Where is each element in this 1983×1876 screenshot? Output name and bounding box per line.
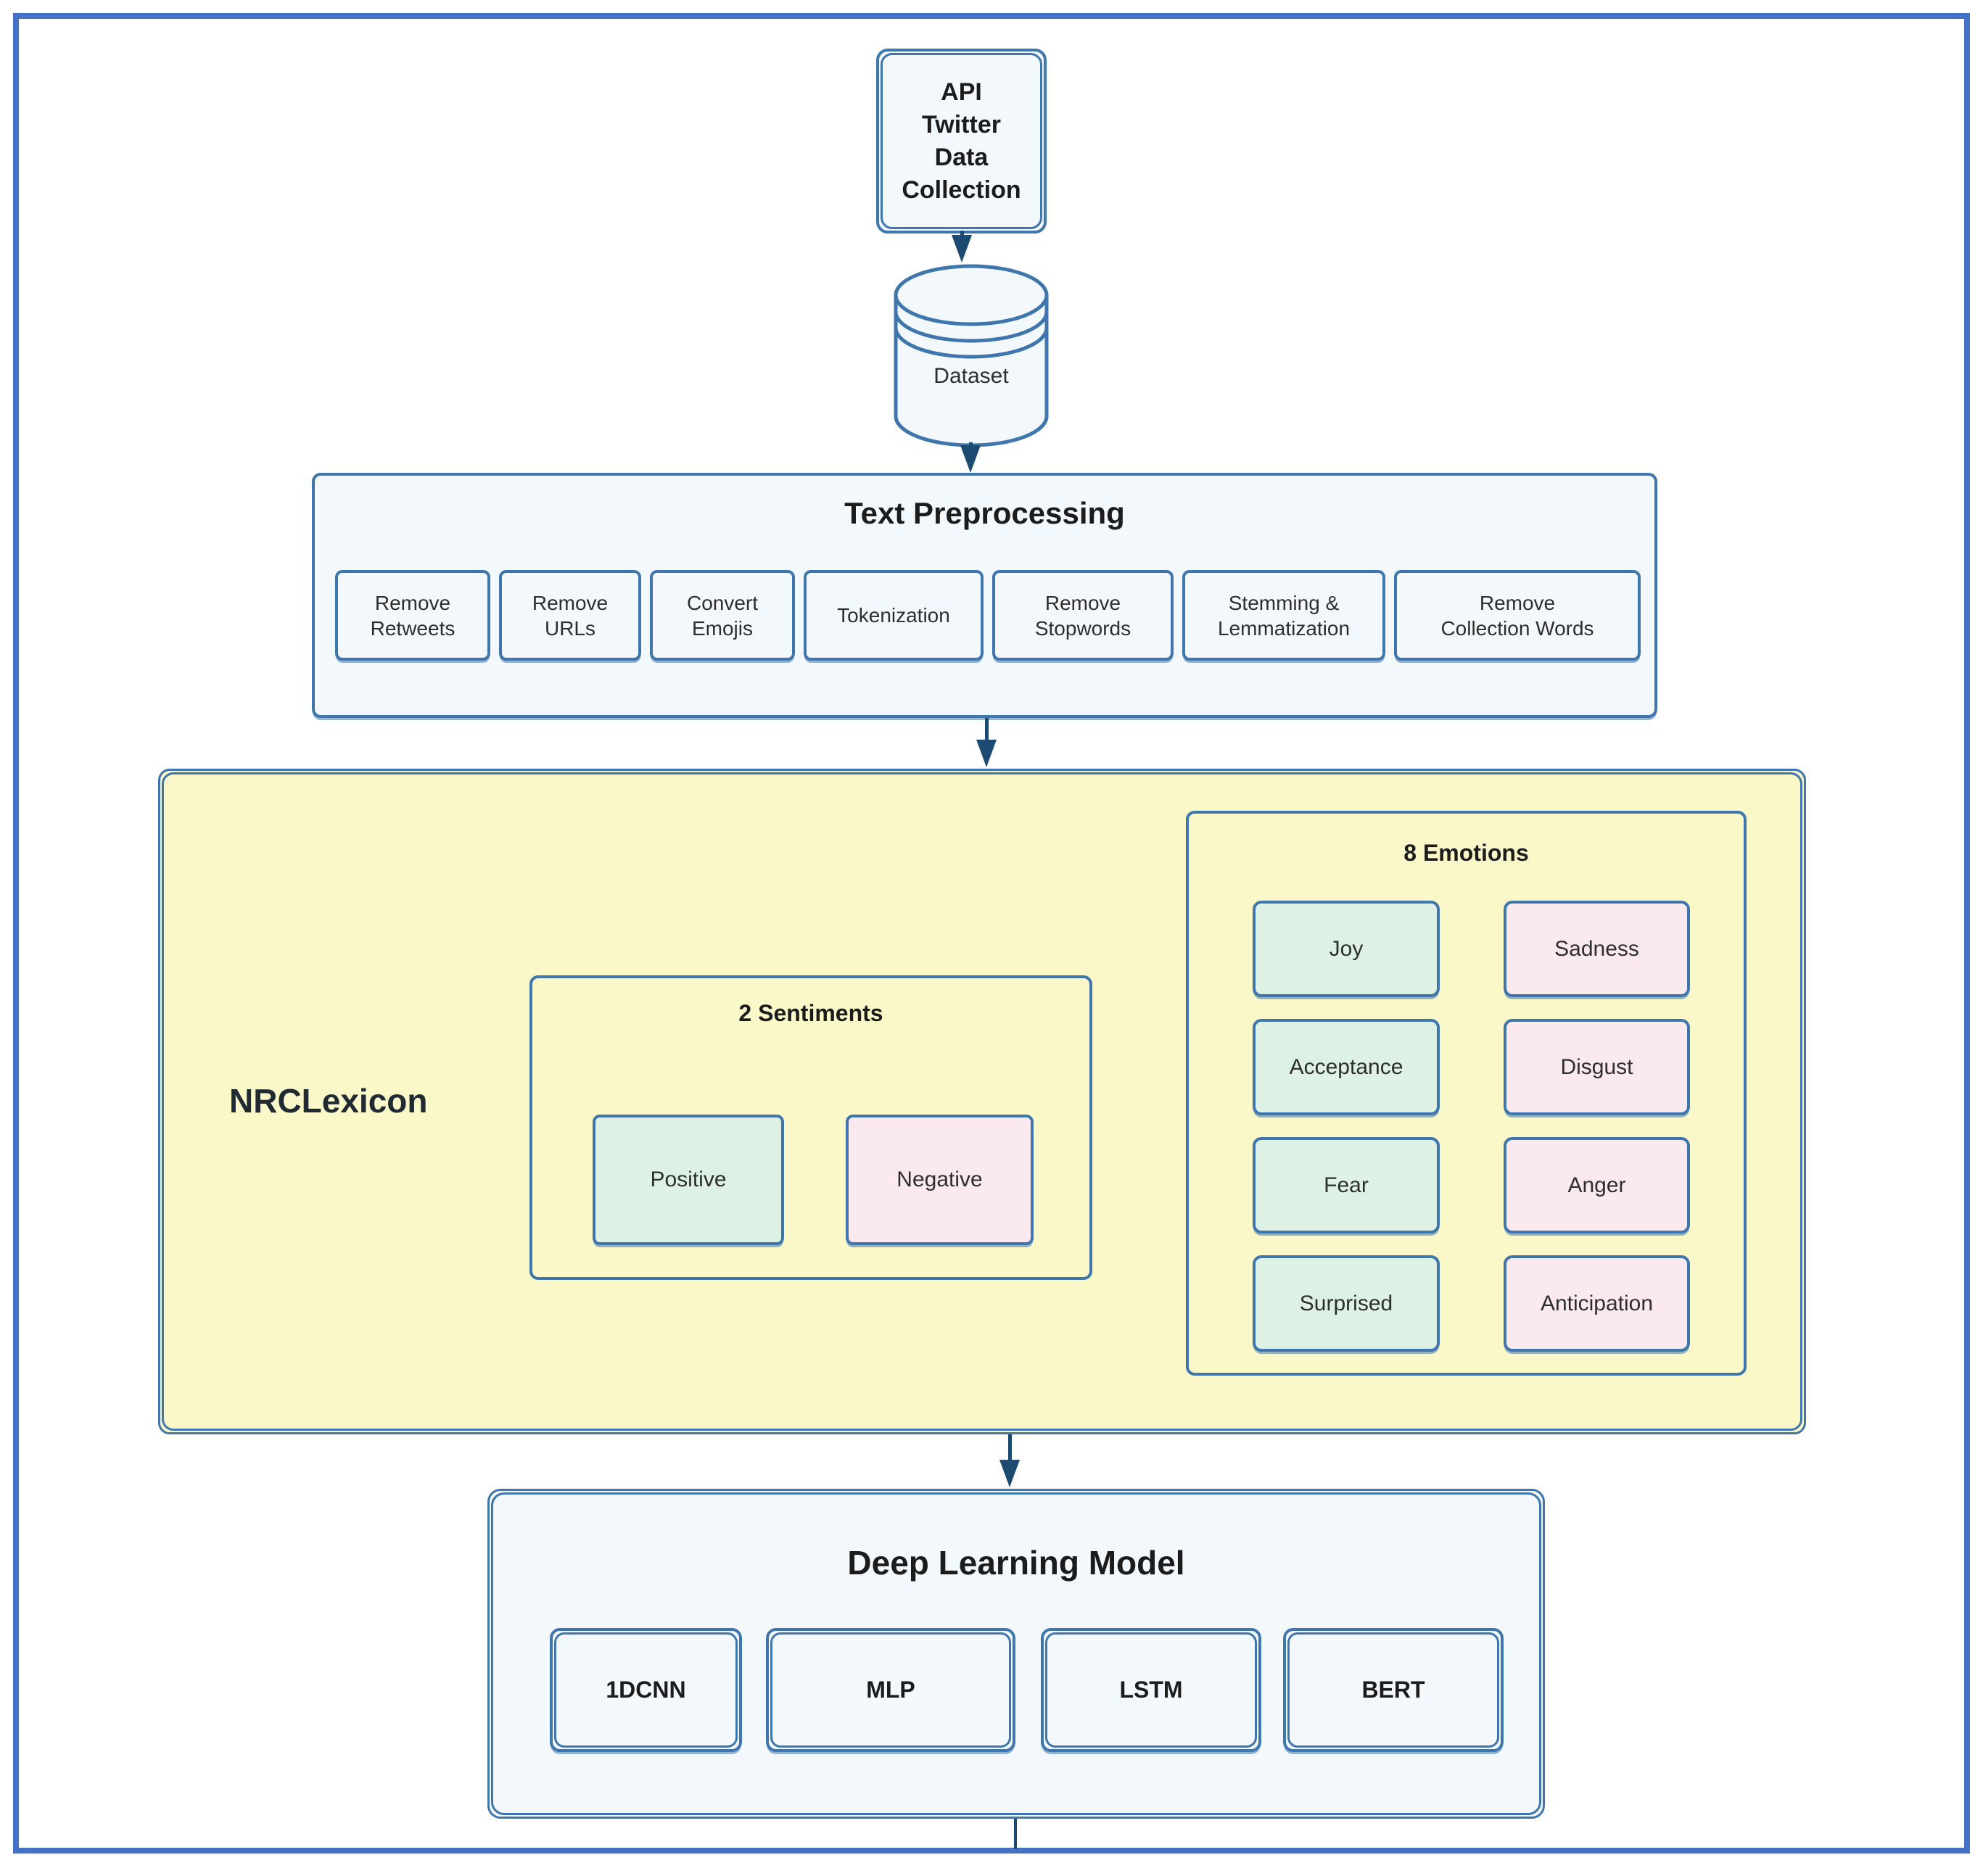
arrowhead-api-to-dataset-icon — [952, 235, 972, 263]
step-tokenization: Tokenization — [804, 570, 984, 661]
arrow-api-to-dataset — [960, 231, 964, 238]
deep-learning-model-box: Deep Learning Model 1DCNN MLP LSTM BERT — [487, 1489, 1545, 1819]
emotion-anticipation: Anticipation — [1504, 1255, 1690, 1352]
emotions-box: 8 Emotions Joy Acceptance Fear Surprised… — [1186, 811, 1747, 1376]
step-convert-emojis: Convert Emojis — [650, 570, 795, 661]
text-preprocessing-box: Text Preprocessing Remove Retweets Remov… — [312, 473, 1657, 718]
deep-learning-model-title: Deep Learning Model — [847, 1544, 1185, 1582]
step-remove-collection-words: Remove Collection Words — [1394, 570, 1641, 661]
api-twitter-data-collection-box: API Twitter Data Collection — [876, 49, 1047, 234]
step-remove-stopwords: Remove Stopwords — [992, 570, 1174, 661]
emotion-acceptance: Acceptance — [1253, 1019, 1440, 1115]
model-1dcnn: 1DCNN — [550, 1628, 742, 1752]
emotion-surprised: Surprised — [1253, 1255, 1440, 1352]
arrowhead-preprocessing-to-nrc-icon — [976, 740, 997, 767]
model-mlp: MLP — [766, 1628, 1015, 1752]
dlm-output-line — [1014, 1819, 1017, 1849]
sentiments-box: 2 Sentiments Positive Negative — [529, 975, 1092, 1280]
sentiment-negative: Negative — [846, 1115, 1034, 1245]
dataset-cylinder: Dataset — [892, 263, 1050, 450]
api-twitter-data-collection-label: API Twitter Data Collection — [902, 78, 1021, 204]
emotion-anger: Anger — [1504, 1137, 1690, 1234]
emotion-fear: Fear — [1253, 1137, 1440, 1234]
emotion-joy: Joy — [1253, 901, 1440, 997]
dataset-label: Dataset — [933, 364, 1009, 388]
step-remove-retweets: Remove Retweets — [335, 570, 490, 661]
emotion-disgust: Disgust — [1504, 1019, 1690, 1115]
step-stemming-lemmatization: Stemming & Lemmatization — [1182, 570, 1385, 661]
text-preprocessing-title: Text Preprocessing — [844, 496, 1125, 530]
arrow-nrc-to-dlm — [1008, 1434, 1012, 1463]
emotion-sadness: Sadness — [1504, 901, 1690, 997]
arrowhead-dataset-to-preprocessing-icon — [960, 445, 981, 473]
model-lstm: LSTM — [1041, 1628, 1261, 1752]
emotions-title: 8 Emotions — [1403, 840, 1529, 866]
model-bert: BERT — [1283, 1628, 1504, 1752]
sentiments-title: 2 Sentiments — [738, 1000, 883, 1026]
database-cylinder-icon — [894, 264, 1049, 447]
sentiment-positive: Positive — [593, 1115, 784, 1245]
arrow-preprocessing-to-nrc — [985, 718, 989, 743]
step-remove-urls: Remove URLs — [499, 570, 641, 661]
nrclexicon-box: NRCLexicon 2 Sentiments Positive Negativ… — [158, 769, 1806, 1434]
arrowhead-nrc-to-dlm-icon — [999, 1460, 1020, 1487]
nrclexicon-label: NRCLexicon — [229, 1082, 428, 1120]
